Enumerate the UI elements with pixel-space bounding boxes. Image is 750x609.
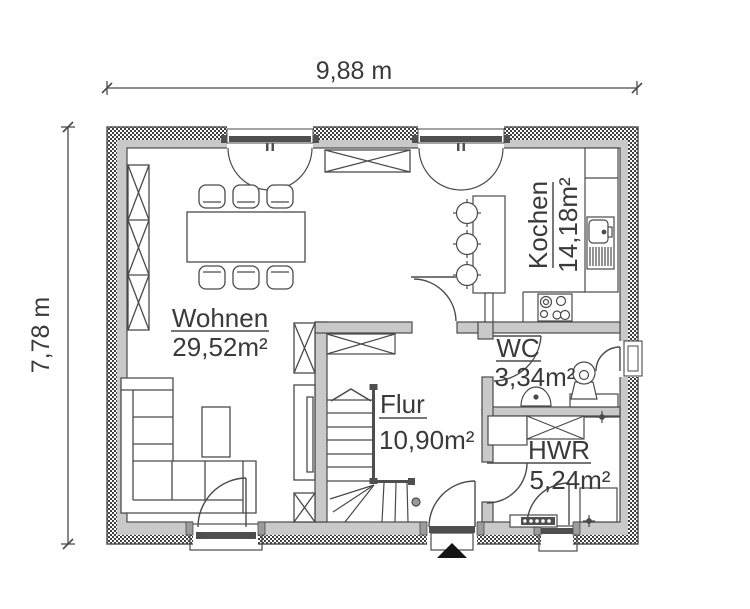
room-name: WC <box>496 333 539 363</box>
height-dimension-label: 7,78 m <box>27 297 55 373</box>
terrace-door-sill <box>189 523 263 551</box>
window-living <box>221 128 319 191</box>
room-flur <box>326 333 421 523</box>
water-connection-icon <box>584 411 620 423</box>
window-dining <box>412 128 510 191</box>
wc-window <box>623 340 643 377</box>
room-wohnen <box>120 149 411 523</box>
wc-label: WC 3,34m² <box>495 333 576 392</box>
cabinet-icon <box>293 492 316 523</box>
room-wc <box>520 361 619 408</box>
bar-stools-icon <box>453 199 481 289</box>
door-jamb-caps <box>185 521 581 536</box>
radiator-icon <box>509 514 558 528</box>
corner-sofa-icon <box>120 377 257 514</box>
dimension-top: 9,88 m <box>101 57 643 95</box>
cabinet-icon <box>293 322 316 374</box>
front-door <box>428 480 476 528</box>
washing-machine-icon <box>579 487 618 527</box>
shelf-cabinet-icon <box>127 164 150 331</box>
room-area: 14,18m² <box>553 177 583 273</box>
back-door <box>526 482 570 526</box>
dining-table-icon <box>186 211 306 263</box>
staircase-icon <box>327 384 421 523</box>
washbasin-icon <box>520 386 552 407</box>
kitchen-sink-icon <box>586 216 615 270</box>
toilet-icon <box>570 361 598 400</box>
coffee-table-icon <box>201 406 231 458</box>
room-area: 3,34m² <box>495 362 576 392</box>
hwr-label: HWR 5,24m² <box>527 435 611 495</box>
room-kochen <box>453 147 619 323</box>
doors <box>197 276 621 528</box>
flur-label: Flur 10,90m² <box>379 389 475 455</box>
room-area: 29,52m² <box>172 332 268 362</box>
cabinet-icon <box>487 415 528 446</box>
cabinet-icon <box>526 415 585 440</box>
front-door-sill <box>429 526 475 558</box>
room-labels: Wohnen 29,52m² Kochen 14,18m² WC 3,34m² … <box>171 177 611 495</box>
curtain-icon <box>227 143 313 191</box>
terrace-door <box>197 477 247 528</box>
stove-icon <box>537 293 573 322</box>
tv-sideboard-icon <box>293 384 316 481</box>
door-wc <box>493 335 542 382</box>
room-hwr <box>487 411 620 528</box>
wc-window-casement <box>595 346 621 372</box>
wardrobe-icon <box>326 333 396 355</box>
room-name: HWR <box>528 435 590 465</box>
room-area: 10,90m² <box>379 425 475 455</box>
width-dimension-label: 9,88 m <box>316 57 392 85</box>
room-area: 5,24m² <box>530 465 611 495</box>
wohnen-label: Wohnen 29,52m² <box>171 303 269 362</box>
room-name: Flur <box>380 389 425 419</box>
room-name: Wohnen <box>172 303 268 333</box>
dimension-left: 7,78 m <box>27 121 75 550</box>
door-wohnen-flur <box>411 276 457 322</box>
dining-chairs-icon <box>198 184 294 290</box>
back-door-sill <box>538 525 578 552</box>
kochen-label: Kochen 14,18m² <box>523 177 583 273</box>
door-hwr <box>486 462 528 504</box>
curtain-icon <box>418 143 504 191</box>
sideboard-under-window-icon <box>324 149 411 173</box>
room-name: Kochen <box>523 181 553 269</box>
entrance-arrow-icon <box>437 543 467 558</box>
